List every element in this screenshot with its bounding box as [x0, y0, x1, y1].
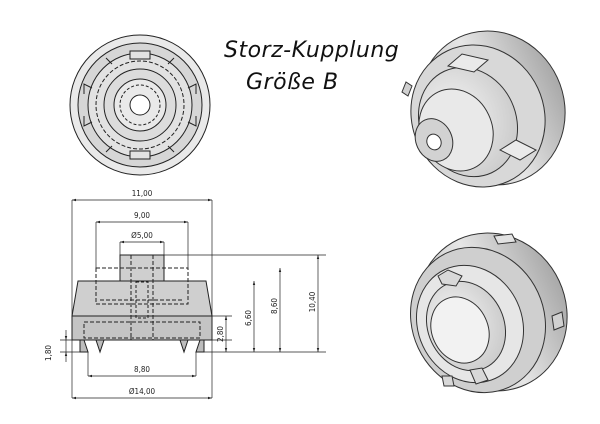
dim-lug-height: 1,80 — [44, 345, 53, 361]
iso-view-rear — [401, 30, 566, 188]
top-view — [69, 34, 211, 176]
dim-total-height: 10,40 — [308, 291, 317, 312]
dimension-labels: 11,00 9,00 Ø5,00 8,80 Ø14,00 2,80 6,60 8… — [44, 189, 317, 396]
dim-height-mid: 8,60 — [270, 298, 279, 314]
drawing-title-line2: Größe B — [246, 70, 339, 95]
dim-inner-width: 9,00 — [134, 211, 150, 220]
dim-lug-span: 8,80 — [134, 365, 150, 374]
drawing-title-line1: Storz-Kupplung — [224, 38, 400, 63]
dim-bore-diameter: Ø5,00 — [131, 230, 153, 240]
side-view — [71, 254, 213, 354]
dimension-lines — [60, 198, 326, 400]
dim-step-height: 2,80 — [216, 326, 225, 342]
dim-base-diameter: Ø14,00 — [129, 386, 156, 396]
dim-overall-width: 11,00 — [132, 189, 153, 198]
iso-view-front — [410, 232, 568, 394]
dim-height-top: 6,60 — [244, 310, 253, 326]
